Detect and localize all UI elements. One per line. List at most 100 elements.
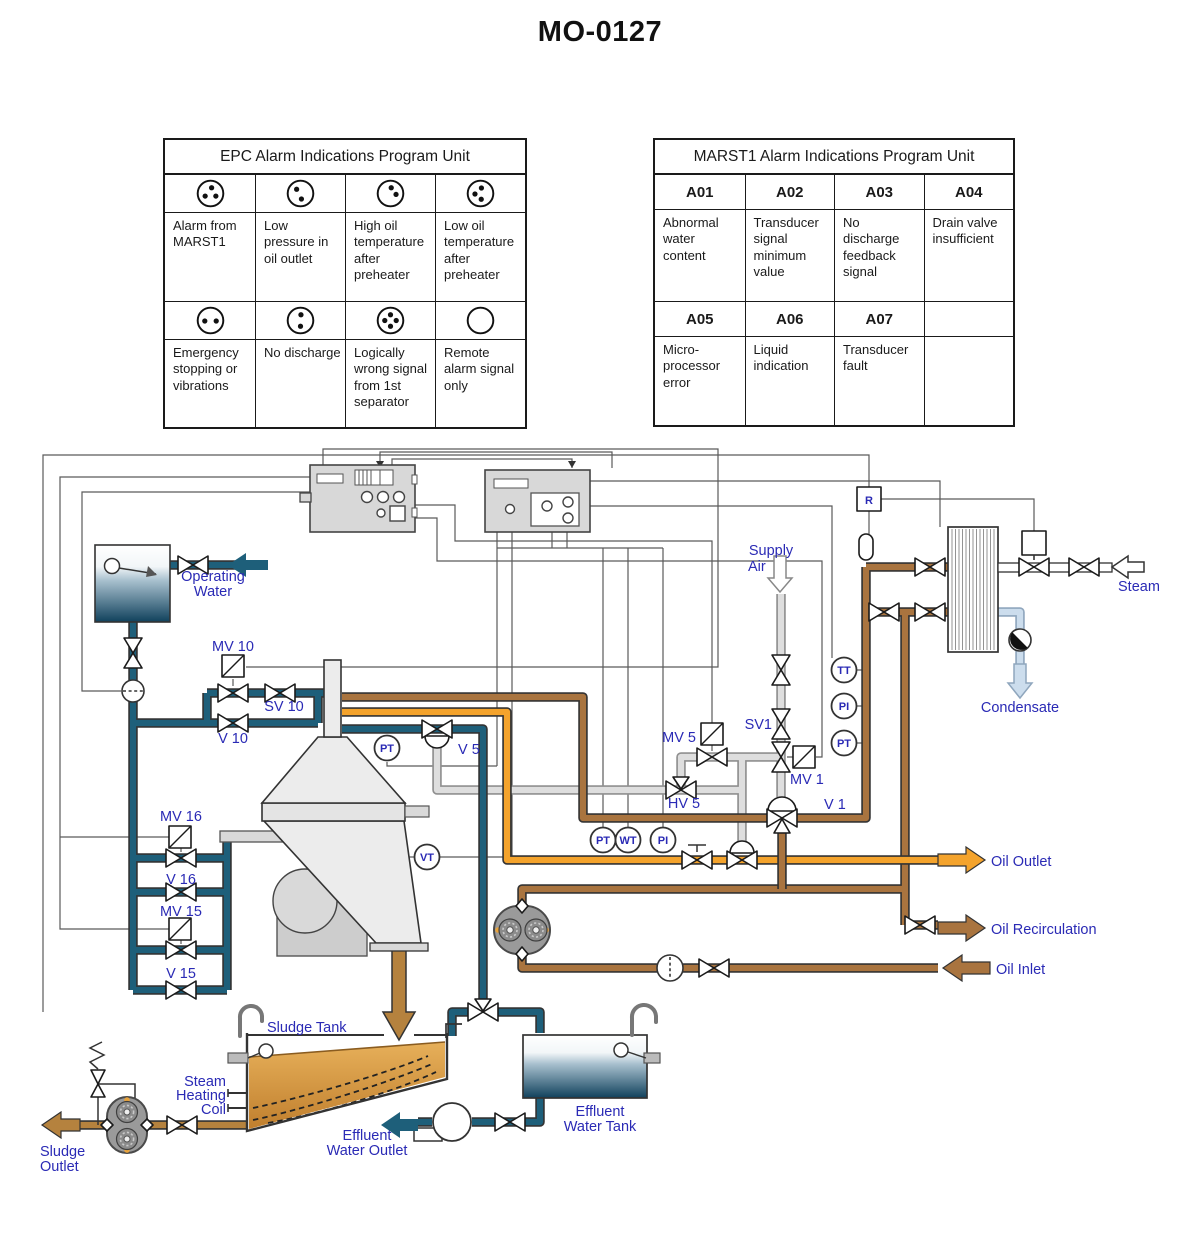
alarm-cell: Emergency stopping or vibrations	[173, 345, 239, 393]
svg-text:V 15: V 15	[166, 966, 196, 982]
separator-inlet-neck	[323, 659, 342, 738]
float-icon	[613, 1042, 629, 1058]
svg-text:Oil Recirculation: Oil Recirculation	[991, 922, 1097, 938]
alarm-code	[923, 302, 1014, 336]
page-title: MO-0127	[537, 16, 663, 48]
alarm-lamp-icon	[376, 306, 405, 335]
oil-feed-pump	[493, 898, 551, 962]
svg-text:Operating: Operating	[181, 569, 245, 585]
svg-text:Condensate: Condensate	[981, 700, 1059, 716]
v10-valve-icon	[217, 713, 249, 733]
panel-display-icon	[493, 478, 529, 489]
gear-icon	[115, 1100, 139, 1124]
gear-icon	[115, 1127, 139, 1151]
svg-text:WT: WT	[619, 835, 636, 847]
valve-icon	[166, 1115, 198, 1135]
svg-text:MV 15: MV 15	[160, 904, 202, 920]
v5-diaphragm-icon	[424, 735, 450, 749]
mv10-solenoid-icon	[221, 654, 245, 678]
svg-text:V 10: V 10	[218, 731, 248, 747]
panel-display-icon	[316, 473, 344, 484]
separator	[219, 659, 430, 957]
effluent-water-pump	[413, 1102, 472, 1142]
valve-icon	[914, 557, 946, 577]
relief-valve	[88, 1041, 136, 1125]
oil-preheater	[947, 526, 999, 653]
svg-text:TT: TT	[837, 665, 851, 677]
mv1-solenoid-icon	[792, 745, 816, 769]
diagram-labels: Operating Water MV 10 SV 10 V 10 MV 16 V…	[40, 543, 1160, 1175]
valve-icon	[868, 602, 900, 622]
svg-text:SV1: SV1	[745, 717, 772, 733]
panel-button-icon	[376, 508, 386, 518]
svg-text:Sludge Tank: Sludge Tank	[267, 1020, 347, 1036]
v15-valve-icon	[165, 980, 197, 1000]
svg-text:SV 10: SV 10	[264, 699, 304, 715]
effluent-water-tank	[522, 1003, 661, 1099]
alarm-cell: No discharge feedback signal	[834, 210, 924, 301]
vent-hook-icon	[629, 1003, 658, 1037]
steam-control-valve-actuator	[1021, 530, 1047, 556]
alarm-lamp-icon	[466, 306, 495, 335]
steam-control-valve-icon	[1018, 557, 1050, 577]
signal-wiring	[42, 448, 1035, 1012]
alarm-cell: Transducer fault	[834, 337, 924, 425]
panel-button-icon	[392, 490, 406, 504]
svg-text:Coil: Coil	[201, 1102, 226, 1118]
alarm-code: A01	[685, 183, 714, 201]
svg-text:MV 16: MV 16	[160, 809, 202, 825]
alarm-cell: Low pressure in oil outlet	[255, 213, 345, 301]
svg-text:Effluent: Effluent	[343, 1128, 392, 1144]
svg-text:Oil Inlet: Oil Inlet	[996, 962, 1045, 978]
epc-table-title: EPC Alarm Indications Program Unit	[165, 140, 525, 175]
alarm-lamp-icon	[286, 179, 315, 208]
alarm-cell: Low oil temperature after preheater	[435, 213, 525, 301]
temperature-regulator: R	[856, 486, 882, 512]
operating-water-inlet-arrow	[228, 553, 268, 577]
sludge-tank	[227, 1003, 462, 1133]
valve-icon	[494, 1112, 526, 1132]
alarm-lamp-icon	[376, 179, 405, 208]
oil-outlet-arrow	[937, 845, 987, 875]
effluent-outlet-arrow	[381, 1112, 418, 1138]
marst-table-title: MARST1 Alarm Indications Program Unit	[655, 140, 1013, 175]
svg-text:PT: PT	[837, 738, 851, 750]
svg-text:V 16: V 16	[166, 872, 196, 888]
alarm-code: A04	[923, 175, 1014, 209]
alarm-code: A02	[744, 175, 835, 209]
steam-valve-icon	[1068, 557, 1100, 577]
air-valve-icon	[771, 654, 791, 686]
alarm-code: A03	[834, 175, 924, 209]
alarm-code: A05	[685, 310, 714, 328]
panel-button-icon	[360, 490, 374, 504]
svg-text:Air: Air	[748, 559, 766, 575]
gear-icon	[498, 918, 522, 942]
svg-text:HV 5: HV 5	[668, 796, 700, 812]
svg-text:R: R	[865, 495, 873, 507]
supply-air-arrow	[766, 555, 794, 594]
temperature-sensor-icon	[858, 533, 874, 561]
alarm-cell: Micro- processor error	[663, 342, 721, 390]
gear-icon	[524, 918, 548, 942]
comm-arrow-to-marst	[568, 461, 576, 468]
epc-control-panel	[299, 464, 418, 533]
steam-trap	[1008, 628, 1032, 652]
vent-hook-icon	[237, 1003, 264, 1038]
alarm-cell: Abnormal water content	[663, 215, 719, 263]
air-pipes	[432, 594, 786, 841]
alarm-cell	[923, 337, 1014, 425]
alarm-cell: Transducer signal minimum value	[744, 210, 835, 301]
oil-inlet-strainer	[656, 954, 684, 982]
oil-control-valve-actuator-icon	[729, 840, 755, 854]
svg-text:MV 5: MV 5	[662, 730, 696, 746]
sv1-valve-icon	[771, 708, 791, 740]
float-icon	[103, 557, 121, 575]
operating-water-tank	[94, 544, 171, 623]
valve-icon	[904, 915, 936, 935]
alarm-cell: Alarm from MARST1	[173, 218, 237, 250]
clean-oil-pipe	[342, 707, 938, 865]
svg-text:Oil Outlet: Oil Outlet	[991, 854, 1051, 870]
float-icon	[258, 1043, 274, 1059]
mv5-solenoid-icon	[700, 722, 724, 746]
svg-text:Steam: Steam	[184, 1074, 226, 1090]
